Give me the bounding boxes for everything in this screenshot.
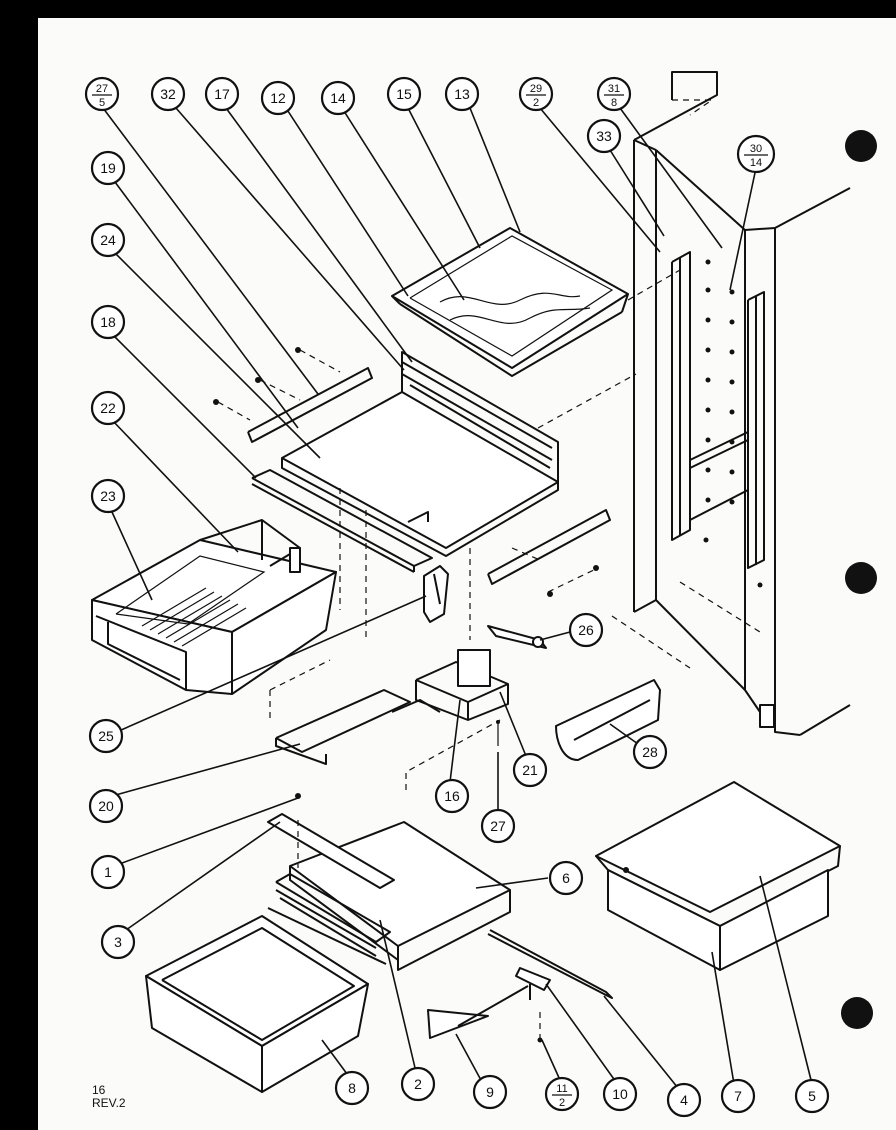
callout-33: 33 [586, 118, 622, 154]
callout-17: 17 [204, 76, 240, 112]
punch-hole-top [845, 130, 877, 162]
callout-text: 18 [100, 314, 116, 330]
callout-15: 15 [386, 76, 422, 112]
leader-lines [102, 107, 813, 1089]
callout-13: 13 [444, 76, 480, 112]
callout-text: 25 [98, 728, 114, 744]
callout-text: 28 [642, 744, 658, 760]
callout-bottom-text: 2 [533, 97, 539, 109]
callout-25: 25 [88, 718, 124, 754]
callout-22: 22 [90, 390, 126, 426]
callout-text: 12 [270, 90, 286, 106]
callout-19: 19 [90, 150, 126, 186]
callout-8: 8 [334, 1070, 370, 1106]
callout-31-8: 31 8 [596, 76, 632, 112]
callout-text: 15 [396, 86, 412, 102]
shelf-middle [213, 347, 637, 640]
crisper-drawer [91, 519, 337, 695]
callout-text: 1 [104, 864, 112, 880]
callout-27: 27 [480, 808, 516, 844]
callout-28: 28 [632, 734, 668, 770]
callout-9: 9 [472, 1074, 508, 1110]
callout-text: 27 [490, 818, 506, 834]
callout-24: 24 [90, 222, 126, 258]
callout-27-5: 27 5 [84, 76, 120, 112]
callout-text: 2 [414, 1076, 422, 1092]
punch-hole-middle [845, 562, 877, 594]
callout-text: 21 [522, 762, 538, 778]
control-assembly [269, 565, 547, 790]
callout-3: 3 [100, 924, 136, 960]
page-note-number: 16 [92, 1083, 106, 1097]
callout-32: 32 [150, 76, 186, 112]
callout-18: 18 [90, 304, 126, 340]
callout-text: 9 [486, 1084, 494, 1100]
callout-text: 22 [100, 400, 116, 416]
callout-16: 16 [434, 778, 470, 814]
callout-top-text: 11 [556, 1083, 567, 1095]
callout-5: 5 [794, 1078, 830, 1114]
page-note-revision: REV.2 [92, 1096, 126, 1110]
light-shield [555, 679, 661, 761]
callout-bottom-text: 8 [611, 97, 617, 109]
drawer-slides [427, 929, 613, 1043]
callout-21: 21 [512, 752, 548, 788]
callout-14: 14 [320, 80, 356, 116]
callout-text: 14 [330, 90, 346, 106]
glass-shelf-top [391, 227, 681, 377]
callout-23: 23 [90, 478, 126, 514]
callout-bottom-text: 2 [559, 1097, 565, 1109]
callout-text: 16 [444, 788, 460, 804]
callout-11-2: 11 2 [544, 1076, 580, 1112]
callout-text: 23 [100, 488, 116, 504]
callout-top-text: 30 [750, 143, 762, 155]
callout-text: 7 [734, 1088, 742, 1104]
bottom-drawer [145, 915, 369, 1093]
callout-text: 32 [160, 86, 176, 102]
pantry-drawer [595, 781, 841, 971]
callout-text: 13 [454, 86, 470, 102]
callout-29-2: 29 2 [518, 76, 554, 112]
callout-bottom-text: 14 [750, 157, 762, 169]
callout-6: 6 [548, 860, 584, 896]
callout-text: 4 [680, 1092, 688, 1108]
callout-4: 4 [666, 1082, 702, 1118]
callout-text: 24 [100, 232, 116, 248]
callout-top-text: 29 [530, 83, 542, 95]
callout-top-text: 27 [96, 83, 108, 95]
callout-20: 20 [88, 788, 124, 824]
callout-text: 8 [348, 1080, 356, 1096]
callout-7: 7 [720, 1078, 756, 1114]
callout-text: 17 [214, 86, 230, 102]
punch-hole-bottom [841, 997, 873, 1029]
callout-bottom-text: 5 [99, 97, 105, 109]
callout-2: 2 [400, 1066, 436, 1102]
callout-text: 6 [562, 870, 570, 886]
callout-text: 5 [808, 1088, 816, 1104]
callout-text: 10 [612, 1086, 628, 1102]
callout-top-text: 31 [608, 83, 620, 95]
callout-12: 12 [260, 80, 296, 116]
callout-text: 26 [578, 622, 594, 638]
callout-text: 20 [98, 798, 114, 814]
callout-text: 19 [100, 160, 116, 176]
callout-30-14: 30 14 [736, 134, 776, 174]
callout-text: 3 [114, 934, 122, 950]
lower-cover-assembly [267, 793, 511, 971]
callout-10: 10 [602, 1076, 638, 1112]
cabinet-liner [611, 71, 851, 736]
callout-text: 33 [596, 128, 612, 144]
callout-26: 26 [568, 612, 604, 648]
callout-1: 1 [90, 854, 126, 890]
